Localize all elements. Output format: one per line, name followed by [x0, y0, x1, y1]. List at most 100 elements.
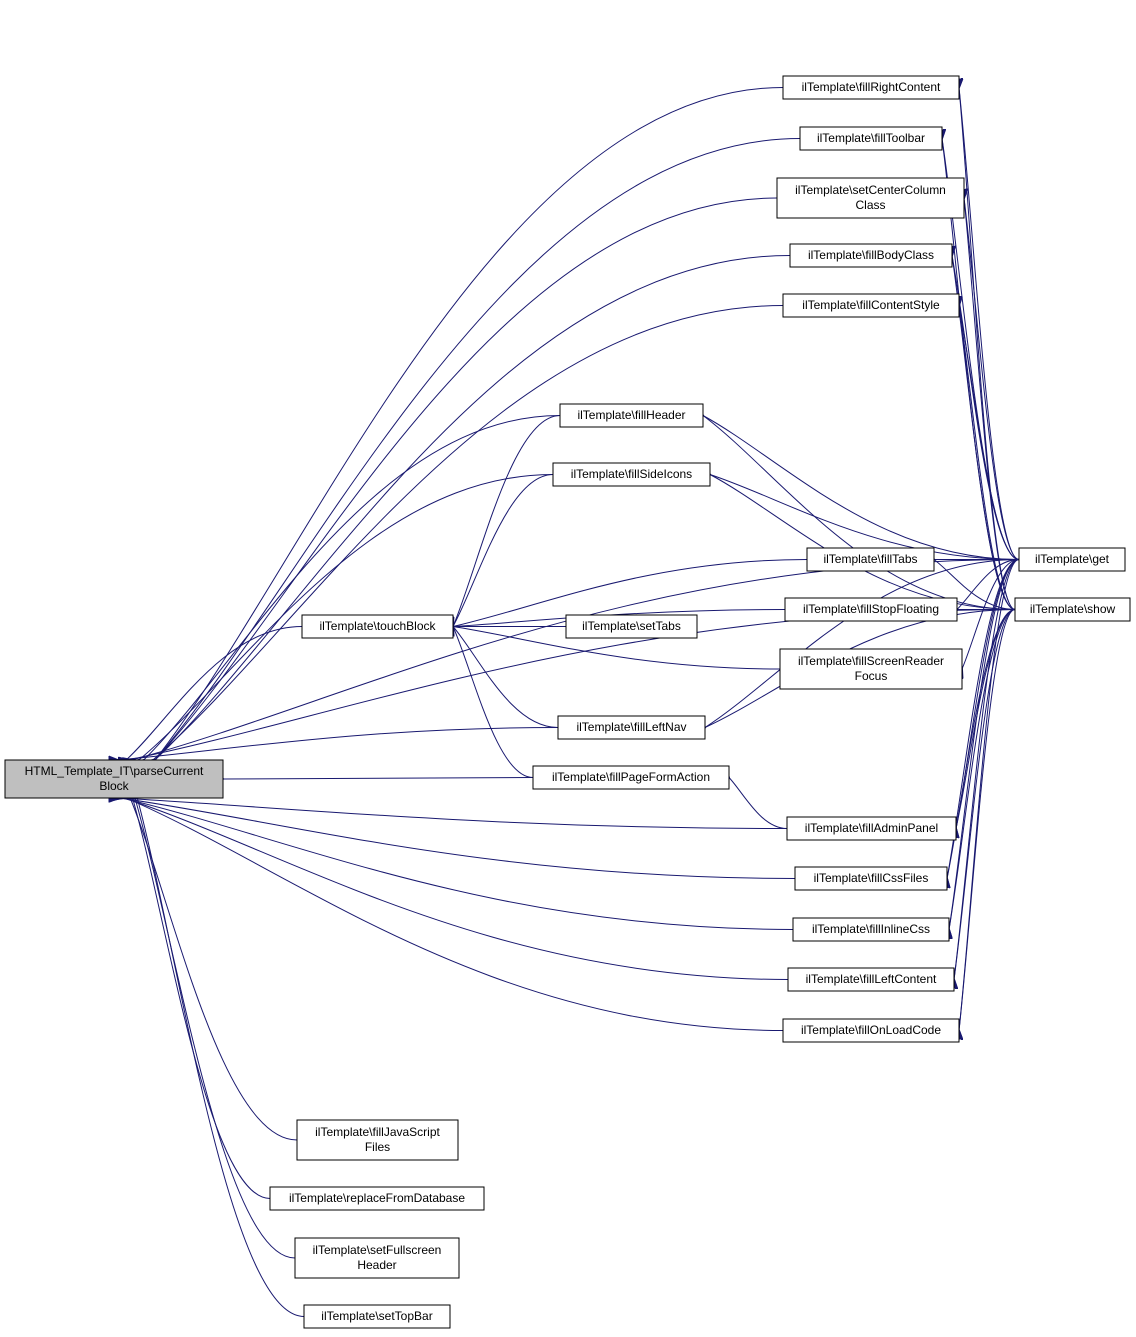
edge-fill-java-script-files-to-root [130, 798, 298, 1141]
edge-fill-side-icons-to-root [139, 474, 554, 761]
node-label: ilTemplate\fillLeftContent [806, 972, 937, 986]
node-box [787, 967, 955, 992]
node-touch-block[interactable]: ilTemplate\touchBlock [301, 614, 454, 639]
node-label: ilTemplate\setFullscreen [313, 1243, 442, 1257]
node-label: ilTemplate\fillOnLoadCode [801, 1023, 941, 1037]
node-box [4, 759, 224, 799]
edge-fill-left-nav-to-root [118, 727, 559, 761]
node-box [552, 462, 711, 487]
node-fill-page-form-action[interactable]: ilTemplate\fillPageFormAction [532, 765, 730, 790]
node-set-tabs[interactable]: ilTemplate\setTabs [565, 614, 698, 639]
edge-set-fullscreen-header-to-root [135, 798, 296, 1259]
edge-show-to-fill-right-content [959, 88, 1016, 610]
edge-show-to-fill-content-style [959, 306, 1016, 610]
edge-get-to-fill-right-content [959, 88, 1020, 560]
node-box [782, 293, 960, 318]
node-set-top-bar[interactable]: ilTemplate\setTopBar [303, 1304, 451, 1329]
node-replace-from-database[interactable]: ilTemplate\replaceFromDatabase [269, 1186, 485, 1211]
edge-fill-left-nav-to-touch-block [453, 627, 559, 728]
node-fill-on-load-code[interactable]: ilTemplate\fillOnLoadCode [782, 1018, 960, 1043]
edge-get-to-set-center-column-class [964, 198, 1020, 560]
edge-replace-from-database-to-root [133, 798, 271, 1199]
edge-show-to-fill-css-files [947, 609, 1016, 879]
node-fill-css-files[interactable]: ilTemplate\fillCssFiles [794, 866, 948, 891]
node-get[interactable]: ilTemplate\get [1018, 547, 1126, 572]
node-box [303, 1304, 451, 1329]
node-box [557, 715, 706, 740]
node-box [782, 75, 960, 100]
node-fill-admin-panel[interactable]: ilTemplate\fillAdminPanel [786, 816, 957, 841]
node-box [789, 243, 953, 268]
node-fill-header[interactable]: ilTemplate\fillHeader [559, 403, 704, 428]
node-label: ilTemplate\fillCssFiles [814, 871, 929, 885]
node-label: HTML_Template_IT\parseCurrent [25, 764, 204, 778]
edge-fill-side-icons-to-touch-block [453, 474, 554, 627]
node-box [806, 547, 935, 572]
node-box [779, 648, 963, 690]
edge-fill-content-style-to-root [153, 305, 784, 761]
node-label: ilTemplate\fillContentStyle [802, 298, 940, 312]
edge-fill-inline-css-to-root [122, 798, 794, 930]
edge-fill-page-form-action-to-root [223, 778, 534, 780]
edge-fill-left-content-to-root [124, 798, 789, 980]
node-label: ilTemplate\fillToolbar [817, 131, 925, 145]
edge-get-to-fill-inline-css [949, 559, 1020, 930]
node-box [794, 866, 948, 891]
node-fill-left-nav[interactable]: ilTemplate\fillLeftNav [557, 715, 706, 740]
node-label: ilTemplate\fillRightContent [802, 80, 941, 94]
node-box [269, 1186, 485, 1211]
node-label: Block [99, 779, 129, 793]
edge-set-center-column-class-to-root [155, 197, 778, 760]
node-fill-stop-floating[interactable]: ilTemplate\fillStopFloating [784, 597, 958, 622]
edge-fill-css-files-to-root [120, 798, 796, 879]
edge-show-to-fill-tabs [934, 560, 1016, 610]
node-label: ilTemplate\fillAdminPanel [805, 821, 938, 835]
edge-get-to-fill-left-nav [705, 559, 1020, 728]
node-box [784, 597, 958, 622]
node-box [559, 403, 704, 428]
node-label: ilTemplate\touchBlock [319, 619, 436, 633]
node-fill-tabs[interactable]: ilTemplate\fillTabs [806, 547, 935, 572]
node-box [799, 126, 943, 151]
node-box [792, 917, 950, 942]
edge-touch-block-to-root [126, 626, 303, 761]
edge-show-to-set-center-column-class [964, 198, 1016, 610]
node-label: Files [365, 1140, 390, 1154]
node-box [1018, 547, 1126, 572]
node-label: ilTemplate\fillStopFloating [803, 602, 939, 616]
node-box [296, 1119, 459, 1161]
edge-fill-toolbar-to-root [155, 138, 801, 761]
node-fill-body-class[interactable]: ilTemplate\fillBodyClass [789, 243, 953, 268]
node-label: ilTemplate\setCenterColumn [795, 183, 946, 197]
node-label: ilTemplate\fillSideIcons [571, 467, 692, 481]
node-fill-side-icons[interactable]: ilTemplate\fillSideIcons [552, 462, 711, 487]
edge-get-to-fill-content-style [959, 306, 1020, 560]
node-fill-inline-css[interactable]: ilTemplate\fillInlineCss [792, 917, 950, 942]
edge-show-to-fill-on-load-code [959, 609, 1016, 1031]
edge-fill-admin-panel-to-root [118, 798, 788, 829]
node-show[interactable]: ilTemplate\show [1014, 597, 1131, 622]
node-fill-content-style[interactable]: ilTemplate\fillContentStyle [782, 293, 960, 318]
node-label: ilTemplate\fillTabs [823, 552, 917, 566]
node-fill-right-content[interactable]: ilTemplate\fillRightContent [782, 75, 960, 100]
edge-show-to-fill-left-content [954, 609, 1016, 980]
edge-fill-screen-reader-focus-to-touch-block [453, 627, 781, 670]
edge-get-to-fill-header [703, 416, 1020, 560]
node-box [294, 1237, 460, 1279]
edge-set-top-bar-to-root [137, 798, 305, 1317]
edge-fill-tabs-to-touch-block [453, 559, 808, 627]
node-box [786, 816, 957, 841]
edge-show-to-fill-inline-css [949, 609, 1016, 930]
edge-fill-body-class-to-root [155, 255, 791, 761]
node-fill-left-content[interactable]: ilTemplate\fillLeftContent [787, 967, 955, 992]
node-label: ilTemplate\setTopBar [321, 1309, 432, 1323]
node-label: ilTemplate\fillLeftNav [576, 720, 686, 734]
node-label: ilTemplate\fillInlineCss [812, 922, 930, 936]
node-fill-toolbar[interactable]: ilTemplate\fillToolbar [799, 126, 943, 151]
